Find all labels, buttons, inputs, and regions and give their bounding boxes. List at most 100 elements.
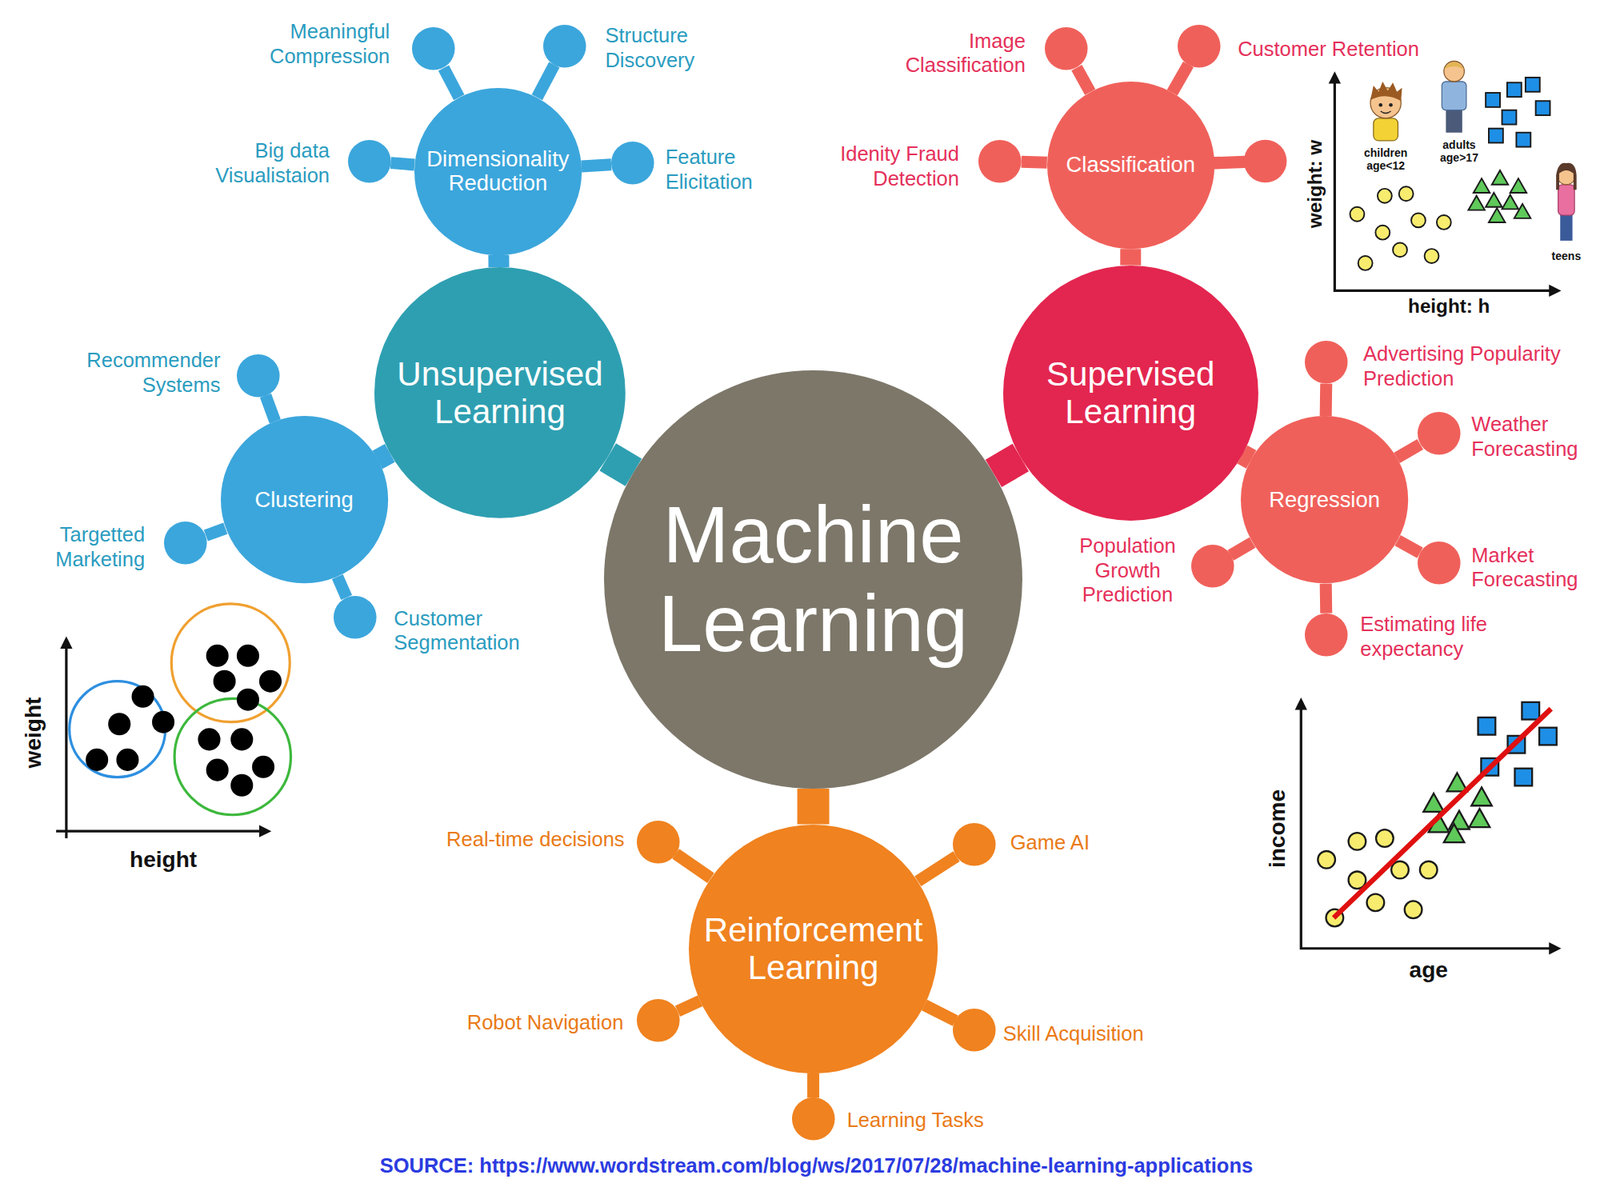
figure-hair	[1370, 81, 1403, 101]
chart-label: height: h	[1408, 295, 1490, 318]
application-dot: Weather Forecasting	[1417, 412, 1461, 456]
data-point	[213, 670, 236, 693]
connector-line	[1396, 444, 1420, 459]
node-label: Game AI	[1010, 830, 1090, 856]
data-point	[1350, 207, 1365, 222]
circle-fill	[1044, 27, 1088, 71]
connector-line	[377, 452, 391, 460]
circle-shape	[1304, 340, 1348, 384]
node-label: Targetted Marketing	[40, 522, 145, 572]
axis-arrow	[1548, 284, 1561, 297]
circle-fill	[414, 88, 582, 256]
application-dot: Big data Visualistaion	[348, 140, 392, 184]
text-holder: Regression	[1240, 416, 1408, 584]
connector-line	[608, 456, 634, 472]
circle-shape	[611, 141, 655, 185]
topic-circle: Clustering	[220, 416, 388, 584]
category-circle: Supervised Learning	[1003, 265, 1259, 521]
node-label: Clustering	[222, 488, 386, 513]
data-point	[1521, 702, 1540, 720]
data-point	[1488, 208, 1505, 223]
application-dot: Learning Tasks	[792, 1097, 836, 1141]
circle-shape	[636, 820, 680, 864]
circle-shape	[952, 823, 996, 867]
cluster-ring	[174, 698, 291, 815]
topic-circle: Classification	[1047, 81, 1215, 249]
circle-shape	[412, 27, 456, 71]
connector-line	[1320, 584, 1333, 614]
circle-fill	[348, 140, 392, 184]
category-circle: Unsupervised Learning	[374, 267, 626, 519]
connector-line	[1397, 540, 1420, 553]
circle-fill	[1417, 412, 1461, 456]
classification-chart	[1328, 61, 1577, 298]
data-point	[132, 685, 155, 708]
node-label: Customer Segmentation	[393, 606, 534, 656]
circle-fill	[1003, 265, 1259, 521]
circle-fill	[164, 521, 208, 565]
connector-line	[337, 576, 347, 598]
application-dot: Market Forecasting	[1417, 541, 1461, 585]
application-dot: Customer Segmentation	[333, 596, 377, 640]
text-holder: Unsupervised Learning	[374, 267, 626, 519]
connector-line	[917, 856, 956, 882]
data-point	[1424, 248, 1440, 264]
node-label: Advertising Popularity Prediction	[1363, 341, 1589, 391]
data-point	[1473, 178, 1490, 193]
data-point	[1391, 861, 1409, 880]
spare-dot	[1208, 140, 1287, 184]
circle-fill	[636, 820, 680, 864]
circle-shape	[952, 1008, 996, 1052]
connector-line	[536, 64, 555, 98]
central-circle: Machine Learning	[604, 370, 1023, 789]
application-dot: Population Growth Prediction	[1191, 544, 1235, 588]
axis-arrow	[60, 636, 72, 649]
circle-fill	[1417, 541, 1461, 585]
connector-line	[677, 1000, 700, 1012]
node-label: Customer Retention	[1237, 36, 1420, 62]
node-label: Reinforcement Learning	[685, 911, 941, 987]
node-label: Meaningful Compression	[253, 19, 390, 68]
cluster-ring	[171, 604, 290, 723]
plain-dot	[1244, 140, 1288, 184]
node-label: Idenity Fraud Detection	[816, 141, 960, 191]
circle-shape	[1191, 544, 1235, 588]
data-point	[152, 711, 175, 734]
connector-line	[1172, 64, 1188, 93]
data-point	[1436, 215, 1452, 230]
data-point	[230, 774, 253, 797]
node-label: Dimensionality Reduction	[416, 147, 580, 196]
chart-label: weight: w	[1304, 139, 1327, 228]
circle-fill	[1304, 613, 1348, 657]
chart-label: weight	[20, 696, 47, 768]
application-dot: Estimating life expectancy	[1304, 613, 1348, 657]
text-holder: Clustering	[220, 416, 388, 584]
connector-line	[676, 854, 712, 879]
node-label: Image Classification	[889, 28, 1026, 78]
connector-line	[581, 164, 612, 167]
data-point	[1488, 128, 1504, 144]
node-label: Unsupervised Learning	[372, 355, 628, 431]
circle-shape	[1417, 541, 1461, 585]
application-dot: Recommender Systems	[236, 354, 280, 398]
circle-shape	[978, 140, 1022, 184]
child-figure	[1370, 81, 1403, 141]
data-point	[1536, 100, 1551, 116]
node-label: Feature Elicitation	[665, 144, 778, 194]
data-point	[85, 748, 108, 772]
node-label: Skill Acquisition	[1003, 1021, 1144, 1047]
circle-fill	[1240, 416, 1408, 584]
connector-line	[1230, 542, 1252, 556]
data-point	[1404, 900, 1423, 919]
node-label: Structure Discovery	[604, 23, 725, 72]
data-point	[1507, 82, 1522, 97]
data-point	[116, 748, 139, 772]
data-point	[1420, 861, 1438, 880]
data-point	[1516, 132, 1531, 148]
trend-line	[1333, 708, 1552, 918]
connector-line	[807, 1073, 820, 1099]
connector-line	[265, 396, 276, 422]
figure-body	[1441, 81, 1467, 111]
circle-shape	[792, 1097, 836, 1141]
